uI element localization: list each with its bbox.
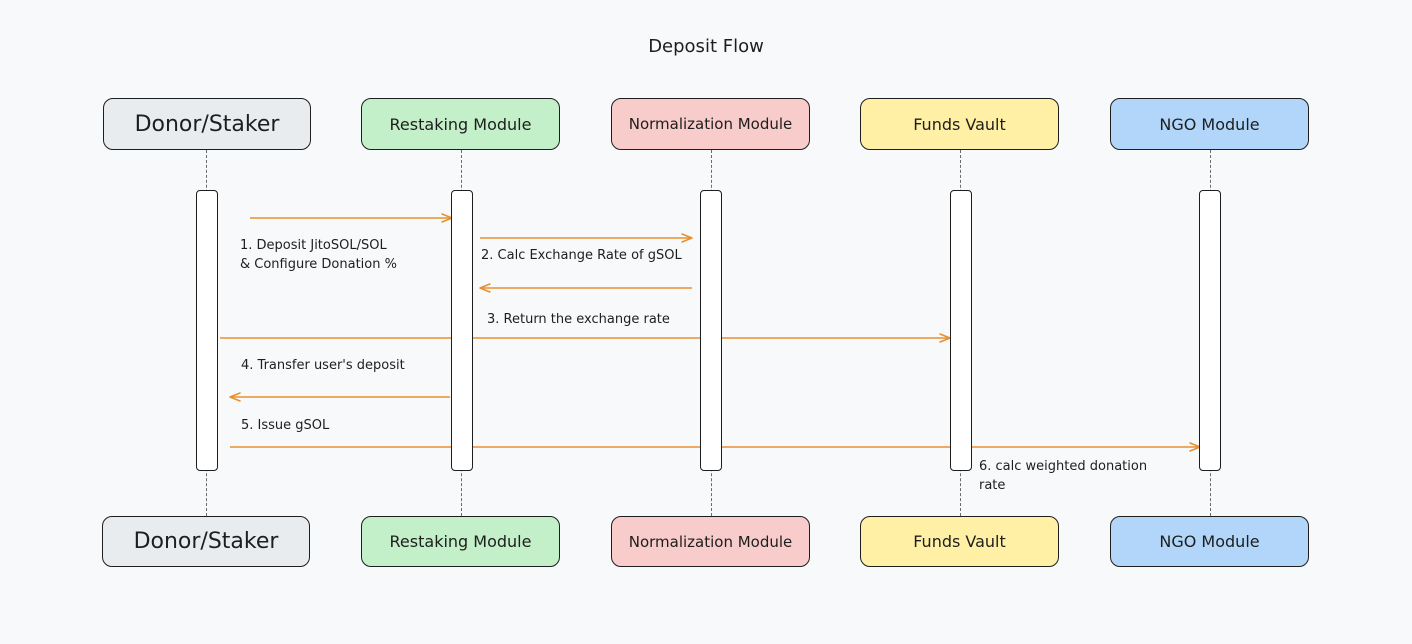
actor-normalization-bottom: Normalization Module bbox=[611, 516, 810, 567]
actor-donor-bottom: Donor/Staker bbox=[102, 516, 310, 567]
activation-ngo bbox=[1199, 190, 1221, 471]
message-1-label: 1. Deposit JitoSOL/SOL & Configure Donat… bbox=[240, 238, 397, 272]
actor-ngo-top: NGO Module bbox=[1110, 98, 1309, 150]
activation-vault bbox=[950, 190, 972, 471]
actor-restaking-top: Restaking Module bbox=[361, 98, 560, 150]
actor-vault-bottom: Funds Vault bbox=[860, 516, 1059, 567]
message-3-label: 3. Return the exchange rate bbox=[487, 312, 670, 327]
message-6-label: 6. calc weighted donation rate bbox=[979, 459, 1148, 493]
message-5-label: 5. Issue gSOL bbox=[241, 418, 330, 433]
activation-restaking bbox=[451, 190, 473, 471]
message-4-label: 4. Transfer user's deposit bbox=[241, 358, 405, 373]
activation-normalization bbox=[700, 190, 722, 471]
message-2-label: 2. Calc Exchange Rate of gSOL bbox=[481, 248, 682, 263]
actor-donor-top: Donor/Staker bbox=[103, 98, 311, 150]
actor-restaking-bottom: Restaking Module bbox=[361, 516, 560, 567]
activation-donor bbox=[196, 190, 218, 471]
actor-vault-top: Funds Vault bbox=[860, 98, 1059, 150]
actor-ngo-bottom: NGO Module bbox=[1110, 516, 1309, 567]
diagram-title: Deposit Flow bbox=[648, 36, 764, 57]
actor-normalization-top: Normalization Module bbox=[611, 98, 810, 150]
